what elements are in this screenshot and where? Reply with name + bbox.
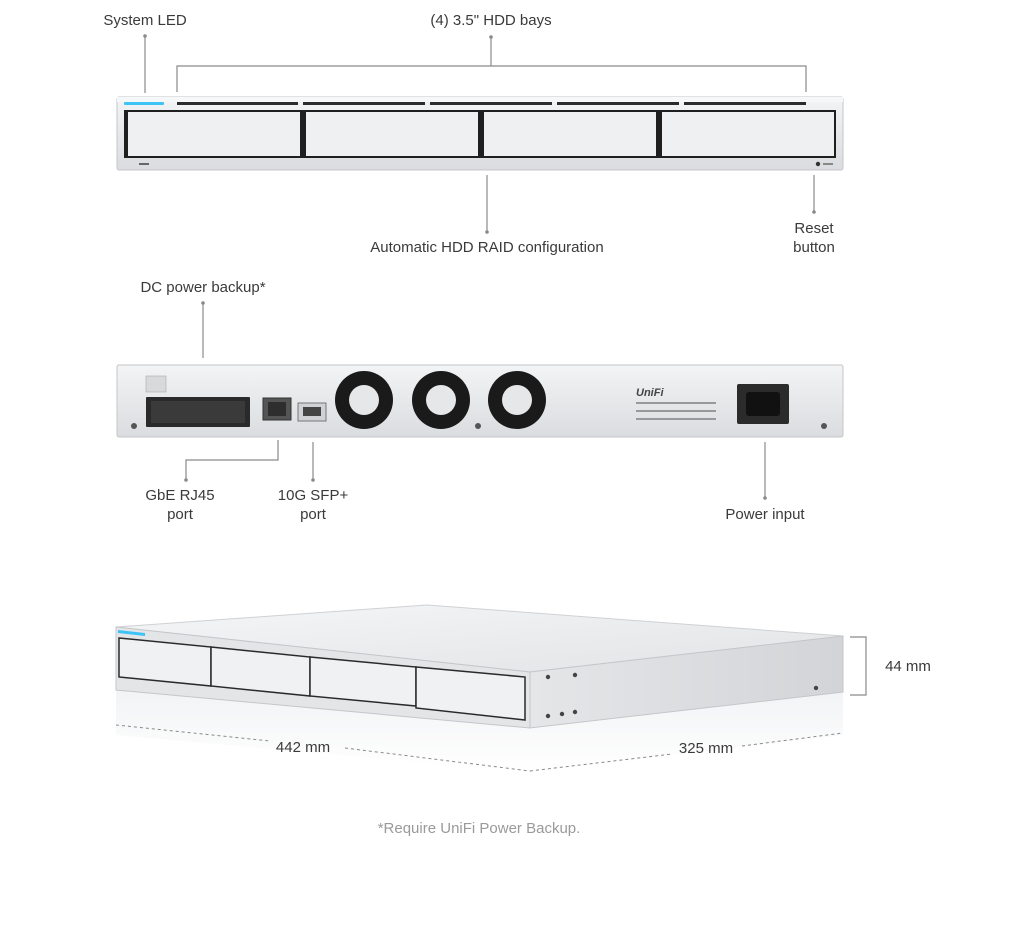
screw [559, 711, 565, 717]
width-dimension-line [115, 724, 271, 742]
front-vent-slot [430, 102, 552, 105]
raid-callout-dot [485, 230, 489, 234]
fan [335, 371, 393, 429]
screw [572, 709, 578, 715]
regulatory-text [636, 402, 716, 404]
screw [813, 685, 819, 691]
power-input-label: Power input [725, 506, 805, 523]
regulatory-text [636, 410, 716, 412]
reset-mark [823, 163, 833, 165]
hdd-bay[interactable] [658, 110, 836, 158]
led-bar [118, 630, 145, 636]
regulatory-text [636, 418, 716, 420]
depth-dimension-label: 325 mm [679, 740, 733, 757]
fan [488, 371, 546, 429]
height-dimension-bracket [850, 636, 867, 696]
hdd-bay[interactable] [124, 110, 302, 158]
rear-screw [131, 423, 137, 429]
raid-label: Automatic HDD RAID configuration [370, 239, 603, 256]
hdd-bays-bracket [176, 65, 807, 92]
front-vent-slot [177, 102, 298, 105]
rj45-callout-line [185, 440, 279, 480]
rear-screw [821, 423, 827, 429]
reset-button[interactable] [815, 161, 821, 167]
front-vent-slot [557, 102, 679, 105]
sfp-label-line2: port [300, 506, 327, 523]
sfp-label-line1: 10G SFP+ [278, 487, 349, 504]
footnote: *Require UniFi Power Backup. [378, 820, 581, 837]
system-led-bar [124, 102, 164, 105]
perspective-view: 44 mm 442 mm 325 mm [115, 604, 931, 772]
hdd-bay[interactable] [302, 110, 480, 158]
hdd-bay[interactable] [480, 110, 658, 158]
depth-dimension-line [741, 732, 844, 747]
front-view: System LED (4) 3.5" HDD bays [103, 12, 844, 256]
model-mark [139, 163, 149, 165]
rear-screw [475, 423, 481, 429]
hdd-bays-label: (4) 3.5" HDD bays [430, 12, 551, 29]
fan [412, 371, 470, 429]
dc-power-pins [151, 401, 245, 423]
rj45-callout-dot [184, 478, 188, 482]
rear-view: DC power backup* UniFi [116, 279, 844, 523]
bay [118, 637, 212, 687]
system-led-label: System LED [103, 12, 187, 29]
dc-power-label: DC power backup* [140, 279, 265, 296]
rj45-label-line1: GbE RJ45 [145, 487, 214, 504]
front-vent-slot [684, 102, 806, 105]
bay [415, 666, 526, 721]
reset-label-line2: button [793, 239, 835, 256]
reset-callout-dot [812, 210, 816, 214]
rj45-socket [268, 402, 286, 416]
height-dimension-label: 44 mm [885, 658, 931, 675]
rj45-label-line2: port [167, 506, 194, 523]
width-dimension-line [344, 747, 531, 772]
power-inlet-socket [746, 392, 780, 416]
power-input-callout-dot [763, 496, 767, 500]
qr-code [145, 375, 167, 393]
unifi-logo: UniFi [636, 387, 664, 399]
screw [545, 674, 551, 680]
front-vent-slot [303, 102, 425, 105]
screw [572, 672, 578, 678]
sfp-callout-dot [311, 478, 315, 482]
screw [545, 713, 551, 719]
width-dimension-label: 442 mm [276, 739, 330, 756]
reset-label-line1: Reset [794, 220, 834, 237]
front-chassis-top-edge [117, 97, 843, 102]
sfp-socket [303, 407, 321, 416]
